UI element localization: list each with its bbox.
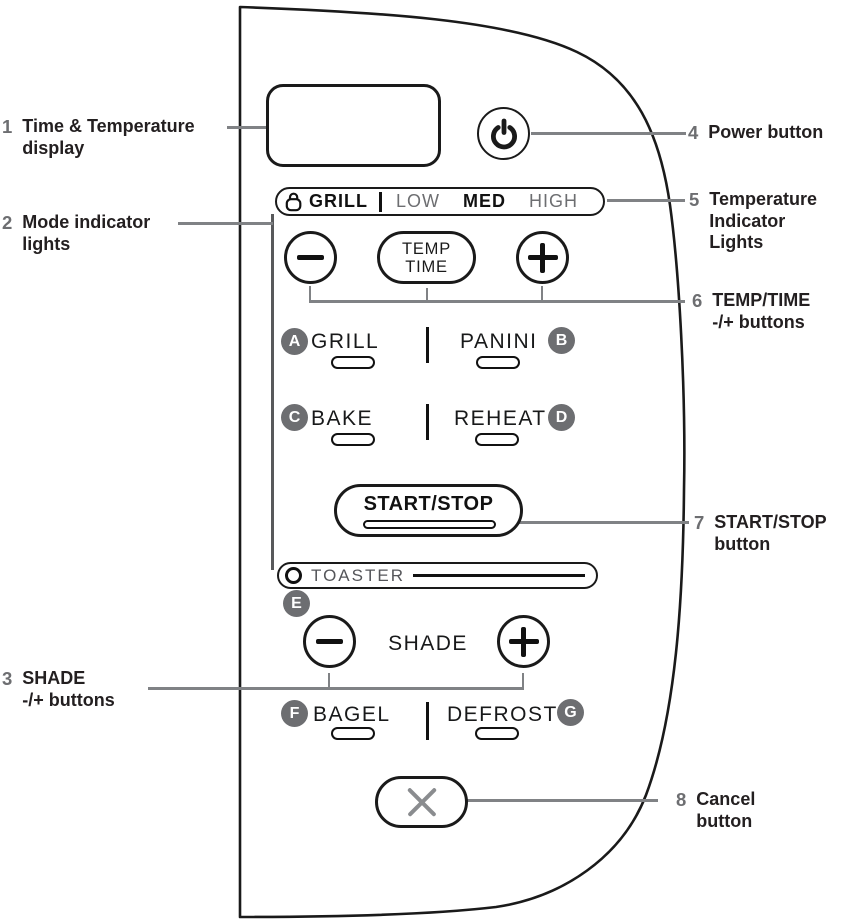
power-icon bbox=[490, 118, 517, 149]
callout-2-bracket bbox=[271, 214, 274, 570]
toaster-label: TOASTER bbox=[311, 565, 405, 585]
shade-minus-button[interactable] bbox=[303, 615, 356, 668]
callout-4-label-line1: Power button bbox=[708, 122, 824, 142]
start-stop-button[interactable]: START/STOP bbox=[334, 484, 523, 537]
callout-8-line bbox=[466, 799, 658, 802]
badge-e: E bbox=[283, 590, 310, 617]
badge-f: F bbox=[281, 700, 308, 727]
callout-2-label-line1: Mode indicator bbox=[22, 212, 151, 232]
temperature-indicator-lights: GRILL LOW MED HIGH bbox=[275, 187, 605, 216]
temp-level-high: HIGH bbox=[529, 191, 579, 211]
start-stop-indicator-light bbox=[363, 520, 496, 529]
callout-4-line bbox=[531, 132, 686, 135]
plus-icon bbox=[508, 626, 539, 657]
bake-mode-button[interactable]: BAKE bbox=[311, 407, 374, 430]
reheat-indicator-light bbox=[475, 433, 519, 446]
mode-row1-divider bbox=[426, 327, 429, 363]
callout-3-label-line2: -/+ buttons bbox=[22, 689, 115, 710]
callout-8-label-line2: button bbox=[696, 810, 753, 831]
callout-2: 2 Mode indicator lights bbox=[2, 212, 150, 255]
callout-8-label-line1: Cancel bbox=[696, 789, 756, 809]
temp-row-divider bbox=[379, 191, 382, 212]
power-button[interactable] bbox=[477, 107, 530, 160]
shade-plus-button[interactable] bbox=[497, 615, 550, 668]
callout-2-number: 2 bbox=[2, 212, 13, 233]
reheat-mode-button[interactable]: REHEAT bbox=[454, 407, 547, 430]
grill-indicator-light bbox=[331, 356, 375, 369]
callout-4-number: 4 bbox=[688, 122, 699, 143]
minus-icon bbox=[297, 255, 324, 260]
panini-indicator-light bbox=[476, 356, 520, 369]
temp-level-low: LOW bbox=[396, 191, 441, 211]
callout-6-number: 6 bbox=[692, 290, 703, 311]
badge-c: C bbox=[281, 404, 308, 431]
badge-a: A bbox=[281, 328, 308, 355]
callout-6-tick-plus bbox=[541, 286, 543, 301]
callout-5-label-line2: Indicator bbox=[709, 210, 786, 231]
temp-level-med: MED bbox=[463, 191, 507, 211]
panini-mode-button[interactable]: PANINI bbox=[460, 330, 538, 353]
toaster-light-icon bbox=[285, 567, 302, 584]
toaster-line bbox=[412, 574, 585, 577]
callout-1-label-line2: display bbox=[22, 137, 85, 158]
callout-2-line bbox=[178, 222, 273, 225]
cancel-button[interactable] bbox=[375, 776, 468, 828]
callout-5-line bbox=[607, 199, 685, 202]
callout-8: 8 Cancel button bbox=[676, 789, 755, 832]
start-stop-label: START/STOP bbox=[363, 493, 494, 515]
callout-1-label-line1: Time & Temperature bbox=[22, 116, 195, 136]
badge-d: D bbox=[548, 404, 575, 431]
callout-7: 7 START/STOP button bbox=[694, 512, 827, 555]
callout-3-number: 3 bbox=[2, 668, 13, 689]
bagel-indicator-light bbox=[331, 727, 375, 740]
callout-6-label-line2: -/+ buttons bbox=[712, 311, 805, 332]
callout-1: 1 Time & Temperature display bbox=[2, 116, 195, 159]
shade-label: SHADE bbox=[388, 632, 468, 655]
callout-7-label-line1: START/STOP bbox=[714, 512, 827, 532]
time-temperature-display bbox=[266, 84, 441, 167]
callout-3: 3 SHADE -/+ buttons bbox=[2, 668, 115, 711]
mode-row2-divider bbox=[426, 404, 429, 440]
defrost-mode-button[interactable]: DEFROST bbox=[447, 703, 558, 726]
callout-6-tick-minus bbox=[309, 286, 311, 301]
grill-mode-button[interactable]: GRILL bbox=[311, 330, 380, 353]
temp-time-label-line2: TIME bbox=[405, 257, 448, 276]
callout-3-line bbox=[148, 687, 524, 690]
callout-4: 4 Power button bbox=[688, 122, 823, 144]
bagel-mode-button[interactable]: BAGEL bbox=[313, 703, 391, 726]
badge-g: G bbox=[557, 699, 584, 726]
callout-5-number: 5 bbox=[689, 189, 700, 210]
toaster-section: TOASTER bbox=[277, 562, 598, 589]
callout-7-line bbox=[519, 521, 689, 524]
bake-indicator-light bbox=[331, 433, 375, 446]
callout-3-tick-minus bbox=[328, 673, 330, 688]
callout-5-label-line1: Temperature bbox=[709, 189, 817, 209]
callout-3-tick-plus bbox=[522, 673, 524, 688]
callout-6-label-line1: TEMP/TIME bbox=[712, 290, 811, 310]
callout-1-line bbox=[227, 126, 278, 129]
callout-6-tick-temptime bbox=[426, 288, 428, 303]
lock-icon bbox=[285, 192, 302, 212]
callout-5: 5 Temperature Indicator Lights bbox=[689, 189, 817, 254]
callout-6: 6 TEMP/TIME -/+ buttons bbox=[692, 290, 810, 333]
callout-8-number: 8 bbox=[676, 789, 687, 810]
temp-time-label-line1: TEMP bbox=[401, 239, 452, 258]
callout-5-label-line3: Lights bbox=[709, 232, 764, 252]
callout-1-number: 1 bbox=[2, 116, 13, 137]
callout-2-label-line2: lights bbox=[22, 233, 71, 254]
temp-time-button[interactable]: TEMP TIME bbox=[377, 231, 476, 284]
callout-7-label-line2: button bbox=[714, 533, 771, 554]
badge-b: B bbox=[548, 327, 575, 354]
minus-icon bbox=[316, 639, 343, 644]
callout-3-label-line1: SHADE bbox=[22, 668, 86, 688]
mode-row3-divider bbox=[426, 702, 429, 740]
callout-7-number: 7 bbox=[694, 512, 705, 533]
temp-row-mode-label: GRILL bbox=[309, 191, 368, 211]
temp-minus-button[interactable] bbox=[284, 231, 337, 284]
plus-icon bbox=[527, 242, 558, 273]
callout-6-line bbox=[309, 300, 685, 303]
temp-plus-button[interactable] bbox=[516, 231, 569, 284]
defrost-indicator-light bbox=[475, 727, 519, 740]
